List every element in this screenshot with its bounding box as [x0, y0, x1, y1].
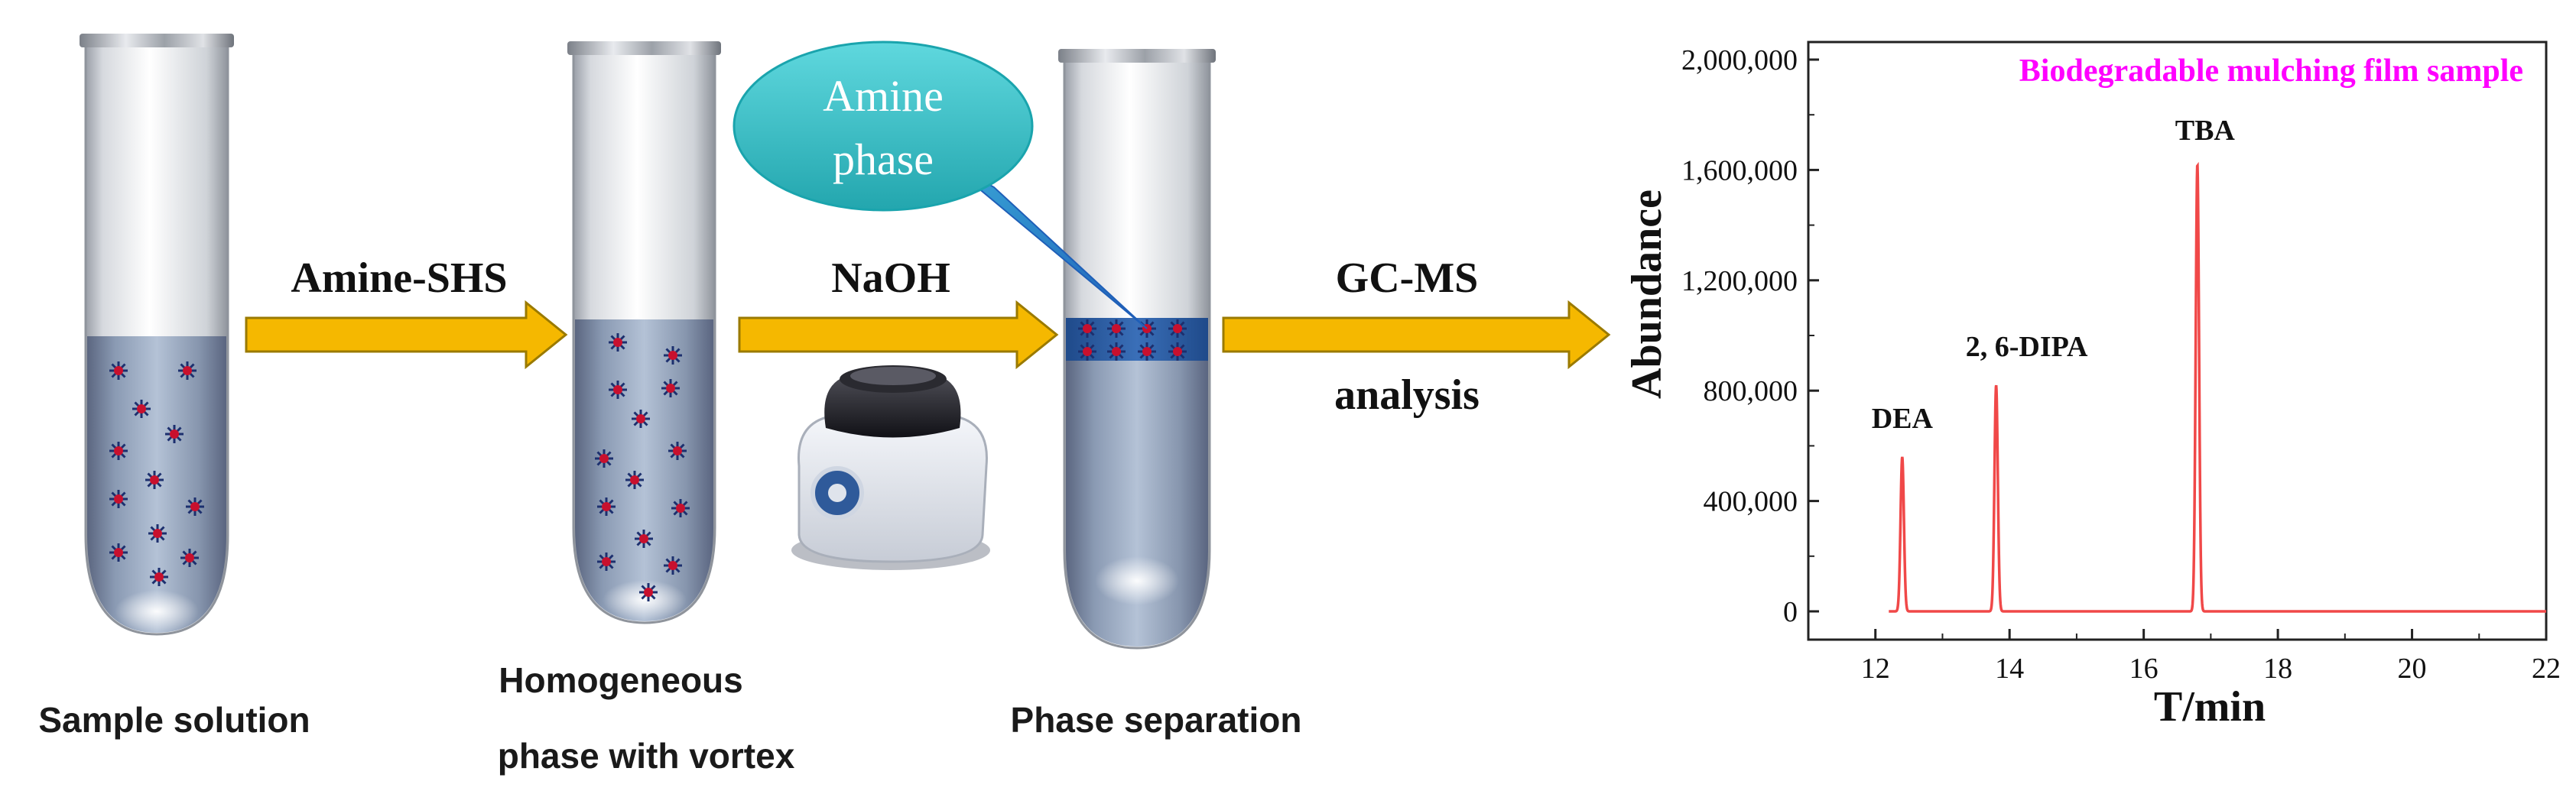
- y-tick-label: 400,000: [1704, 486, 1798, 518]
- x-tick-label: 18: [2263, 653, 2292, 685]
- callout-text-line1: Amine: [823, 71, 944, 121]
- tube-homogeneous-phase: [567, 41, 721, 624]
- x-tick-label: 14: [1995, 653, 2024, 685]
- callout-amine-phase: [733, 41, 1148, 329]
- chromatogram-chart: 12 14 16 18 20 22 0 400,000 800,000 1,200,000 1,6…: [1623, 41, 2561, 731]
- callout-text-line2: phase: [833, 134, 934, 184]
- peak-label: 2, 6-DIPA: [1966, 331, 2088, 363]
- y-tick-label: 2,000,000: [1681, 44, 1798, 76]
- label-phase-separation: Phase separation: [1011, 700, 1302, 740]
- chart-title: Biodegradable mulching film sample: [2019, 53, 2523, 89]
- arrow-amine-shs: [245, 300, 568, 370]
- label-homogeneous-line2: phase with vortex: [498, 736, 795, 776]
- y-tick-label: 0: [1783, 596, 1798, 628]
- x-tick-label: 20: [2398, 653, 2427, 685]
- label-amine-shs: Amine-SHS: [291, 254, 507, 302]
- label-gc-ms: GC-MS: [1336, 254, 1479, 302]
- y-tick-label: 1,200,000: [1681, 265, 1798, 297]
- chart-ylabel: Abundance: [1623, 190, 1671, 399]
- label-homogeneous-line1: Homogeneous: [499, 660, 742, 700]
- peak-labels: DEA 2, 6-DIPA TBA: [1872, 115, 2236, 435]
- tube-sample-solution: [80, 34, 234, 636]
- sample-liquid: [87, 336, 226, 633]
- label-analysis: analysis: [1334, 371, 1480, 419]
- x-tick-label: 22: [2532, 653, 2561, 685]
- chart-plot-frame: [1807, 41, 2548, 641]
- y-tick-label: 1,600,000: [1681, 154, 1798, 186]
- x-axis-ticks: 12 14 16 18 20 22: [1808, 629, 2561, 685]
- arrow-naoh: [738, 300, 1059, 370]
- tube-phase-separation: [1058, 49, 1216, 650]
- x-tick-label: 12: [1861, 653, 1890, 685]
- y-tick-label: 800,000: [1704, 375, 1798, 407]
- peak-label: TBA: [2175, 115, 2236, 147]
- homogeneous-liquid: [575, 319, 713, 621]
- chart-xlabel: T/min: [2154, 683, 2266, 731]
- vortex-mixer-image: [791, 365, 990, 570]
- label-sample-solution: Sample solution: [38, 700, 310, 740]
- peak-label: DEA: [1872, 403, 1934, 435]
- chromatogram-trace: [1889, 161, 2546, 613]
- arrow-gc-ms: [1222, 300, 1611, 370]
- x-tick-label: 16: [2129, 653, 2159, 685]
- y-axis-ticks: 0 400,000 800,000 1,200,000 1,600,000 2,000,0…: [1681, 44, 1819, 628]
- label-naoh: NaOH: [831, 254, 950, 302]
